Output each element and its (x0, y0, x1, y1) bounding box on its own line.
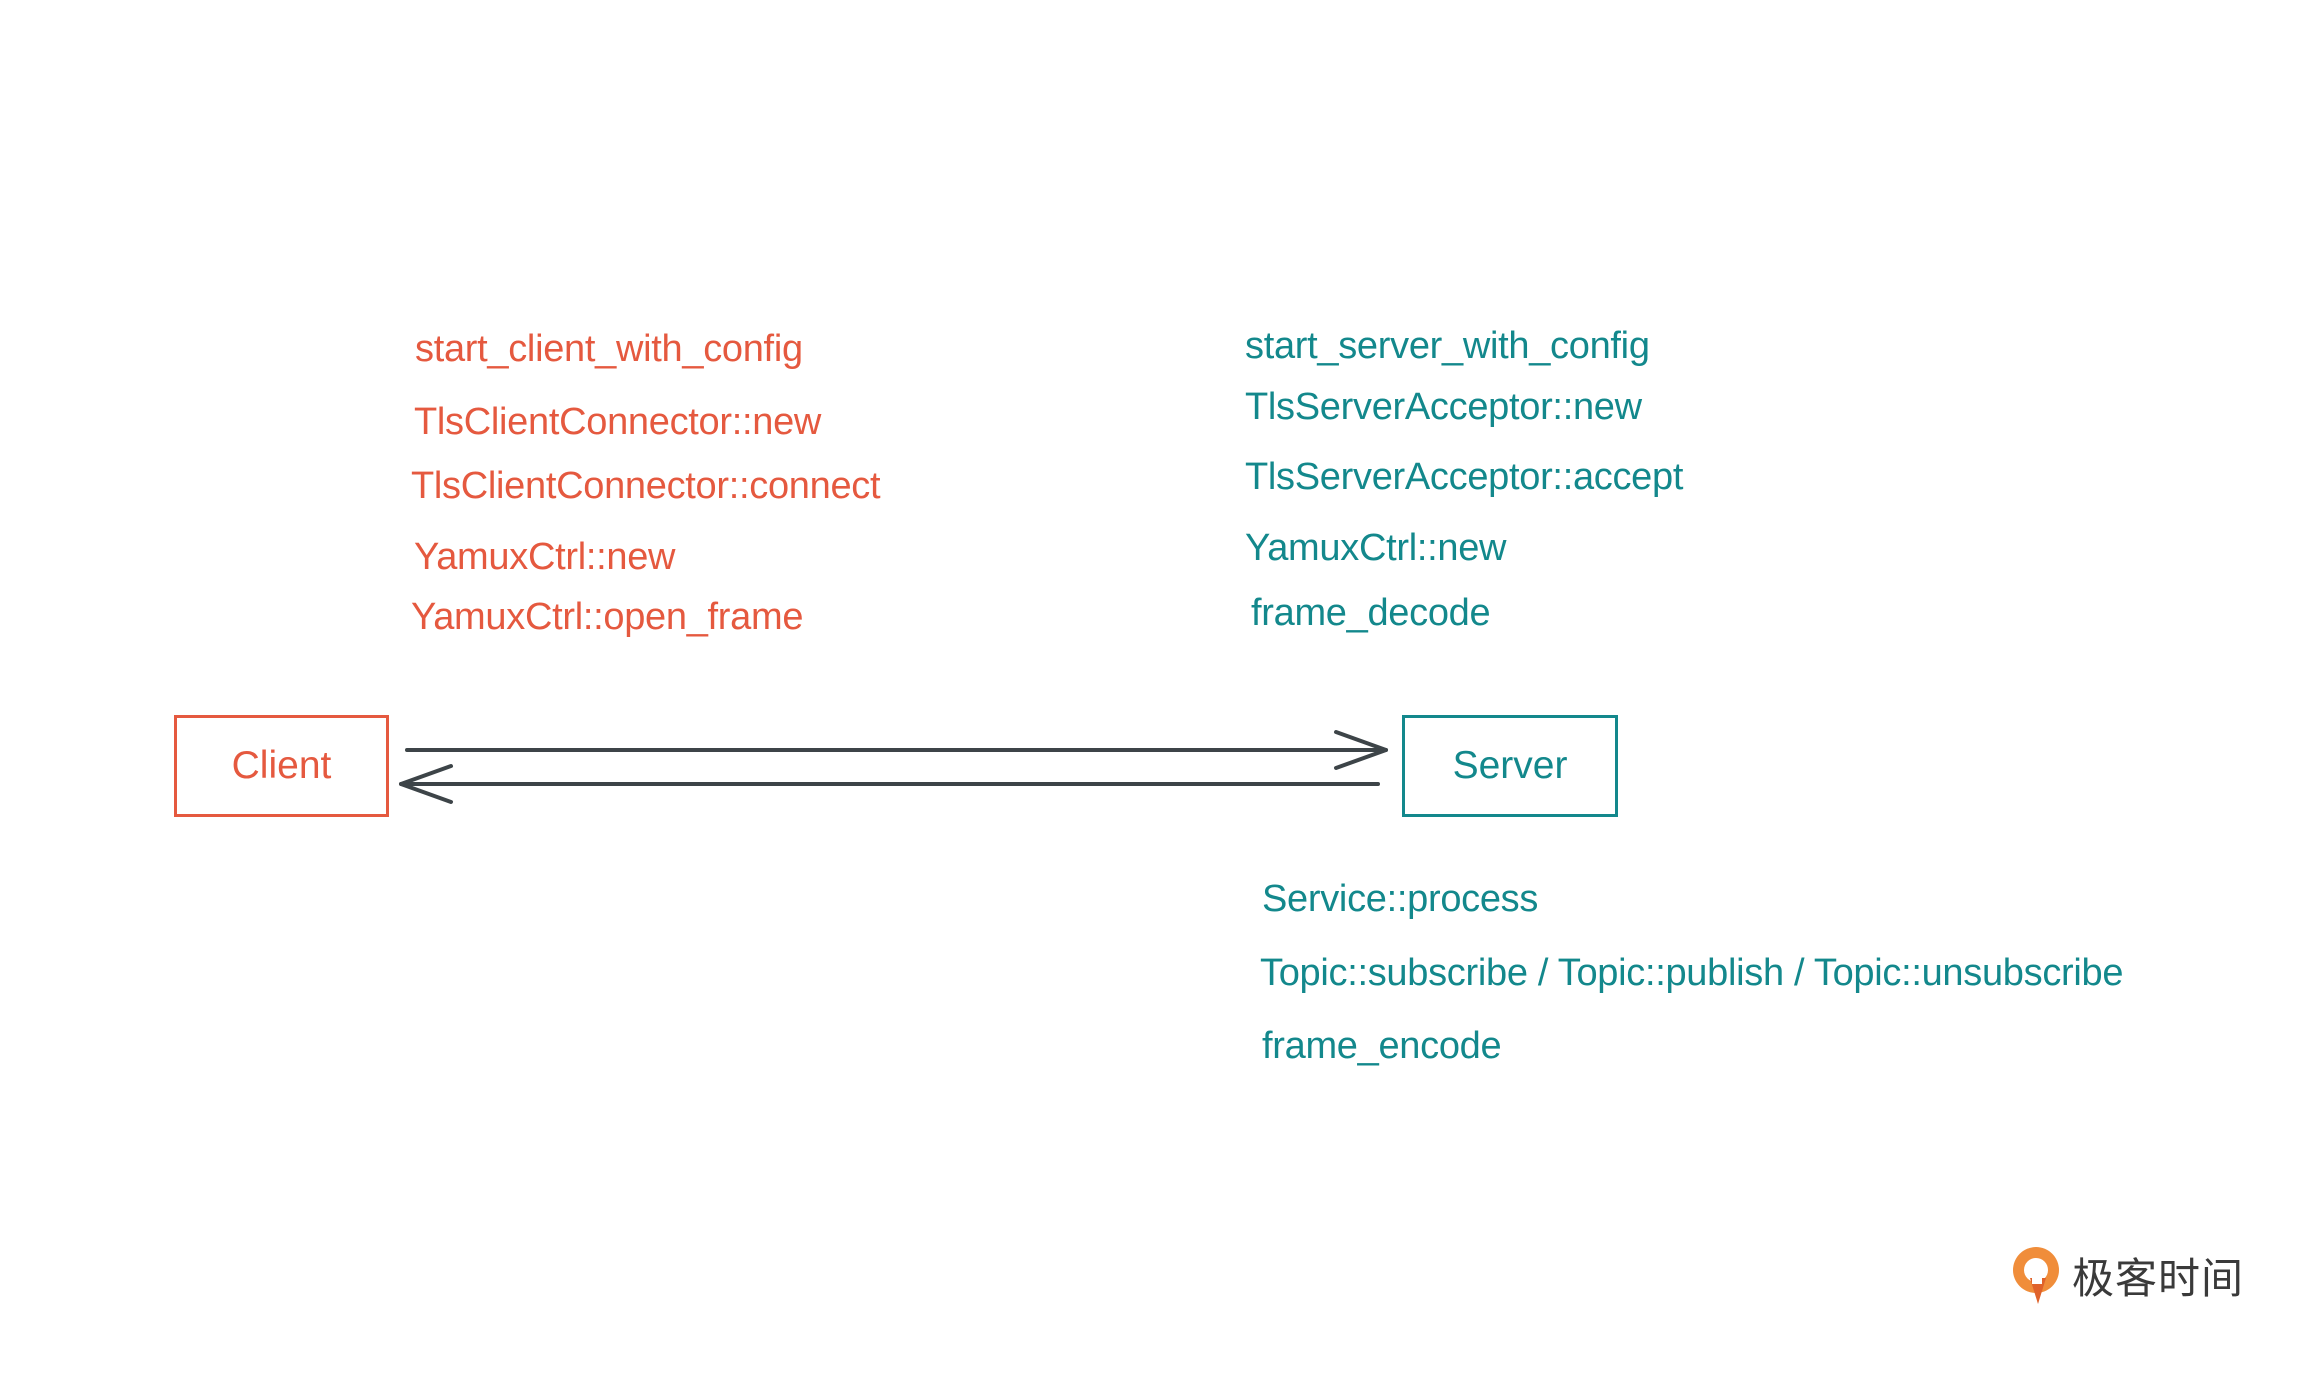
client-fn-yamuxctrl-new: YamuxCtrl::new (414, 536, 676, 578)
geektime-logo-text: 极客时间 (2072, 1253, 2245, 1303)
client-fn-yamuxctrl-open-frame: YamuxCtrl::open_frame (411, 596, 804, 638)
server-fn-yamuxctrl-new: YamuxCtrl::new (1245, 527, 1507, 569)
request-arrow-head (1334, 730, 1388, 770)
geektime-logo-icon (2013, 1247, 2059, 1304)
server-fn-frame-encode: frame_encode (1262, 1025, 1502, 1067)
response-arrow-head (399, 764, 453, 804)
client-node: Client (174, 715, 389, 817)
server-fn-tls-server-acceptor-accept: TlsServerAcceptor::accept (1245, 456, 1684, 498)
server-node-label: Server (1452, 744, 1568, 787)
server-fn-frame-decode: frame_decode (1251, 592, 1491, 634)
server-fn-tls-server-acceptor-new: TlsServerAcceptor::new (1245, 386, 1642, 428)
server-node: Server (1402, 715, 1618, 817)
server-fn-service-process: Service::process (1262, 878, 1539, 920)
geektime-logo: 极客时间 (2008, 1240, 2244, 1310)
client-fn-start-client-with-config: start_client_with_config (415, 328, 803, 370)
client-fn-tls-client-connector-new: TlsClientConnector::new (414, 401, 822, 443)
server-fn-topic-operations: Topic::subscribe / Topic::publish / Topi… (1260, 952, 2124, 994)
client-fn-tls-client-connector-connect: TlsClientConnector::connect (411, 465, 881, 507)
server-fn-start-server-with-config: start_server_with_config (1245, 325, 1650, 367)
client-node-label: Client (231, 744, 332, 787)
